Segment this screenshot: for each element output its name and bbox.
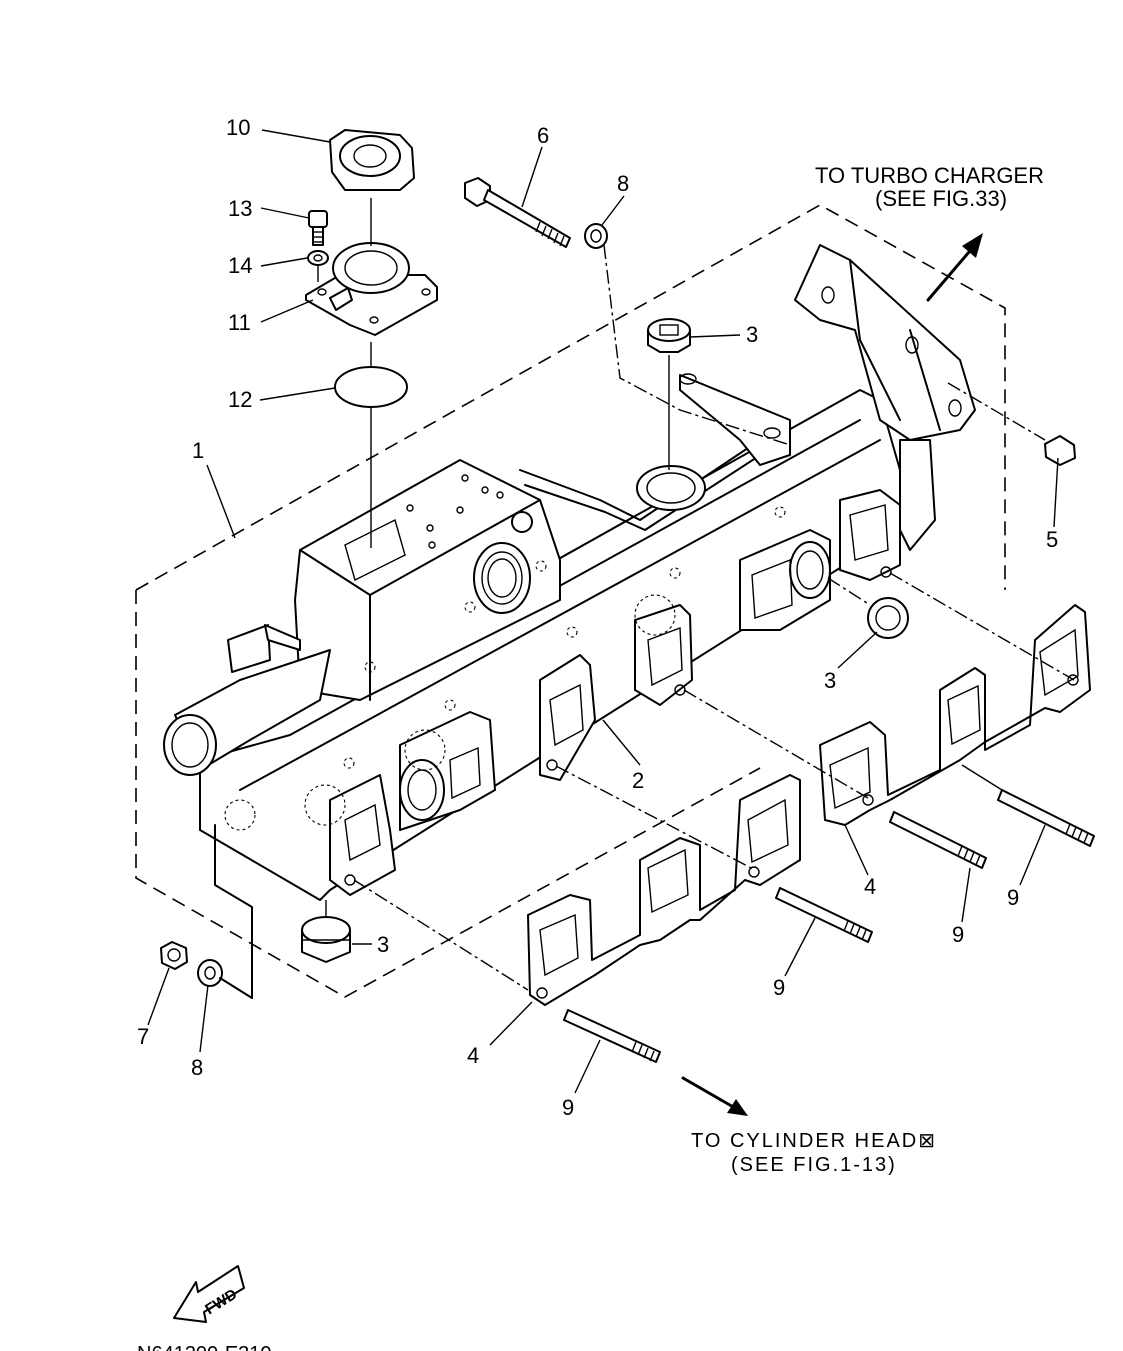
washer-8-top [584,223,791,446]
filler-housing-11 [305,242,438,336]
nut-7 [160,941,188,970]
arrow-to-turbo-charger [926,233,983,302]
callout-9-a: 9 [562,1095,574,1120]
washer-8-bottom [197,959,253,999]
callout-9-d: 9 [1007,885,1019,910]
manifold-body [163,244,976,999]
callout-9-b: 9 [773,975,785,1000]
stud-9-c [889,811,987,869]
assembly-boundary-dashed [135,204,1006,998]
gasket-4-front [527,774,801,1006]
callout-13: 13 [228,196,252,221]
note-cylinder-head: TO CYLINDER HEAD⊠ [691,1130,937,1152]
callout-12: 12 [228,387,252,412]
callout-6: 6 [537,123,549,148]
stud-9-b [775,887,873,943]
bolt-13 [308,210,328,246]
callout-10: 10 [226,115,250,140]
callout-8-top: 8 [617,171,629,196]
gasket-4-rear [819,604,1091,826]
callout-2: 2 [632,768,644,793]
drawing-code: N641300-E310 [137,1343,272,1351]
callout-4-rear: 4 [864,874,876,899]
bolt-6 [464,177,571,248]
note-cylinder-head-ref: (SEE FIG.1-13) [731,1154,897,1176]
plug-3-right [827,577,909,639]
washer-14 [307,250,329,282]
callout-1: 1 [192,438,204,463]
callout-8-bottom: 8 [191,1055,203,1080]
note-turbo-charger-ref: (SEE FIG.33) [875,186,1007,211]
stud-9-a [563,1009,661,1063]
callout-5: 5 [1046,527,1058,552]
filler-cap-10 [329,129,415,191]
callout-7: 7 [137,1024,149,1049]
callout-11: 11 [228,310,251,335]
callout-3-top: 3 [746,322,758,347]
callout-3-bottom: 3 [377,932,389,957]
note-turbo-charger: TO TURBO CHARGER [815,163,1044,188]
plug-3-bottom [301,900,351,963]
forward-arrow-icon: FWD [173,1265,245,1323]
plug-3-top [647,318,691,470]
callout-4-front: 4 [467,1043,479,1068]
o-ring-12 [334,366,408,408]
arrow-to-cylinder-head [681,1076,748,1116]
callout-labels: 1 2 3 3 3 4 4 5 6 7 8 8 9 9 9 9 10 11 12… [137,115,1058,1120]
callout-9-c: 9 [952,922,964,947]
leader-lines [147,129,1059,1094]
callout-14: 14 [228,253,252,278]
plug-5 [947,382,1076,466]
centre-lines [353,572,1075,991]
callout-3-right: 3 [824,668,836,693]
stud-9-d [997,789,1095,847]
